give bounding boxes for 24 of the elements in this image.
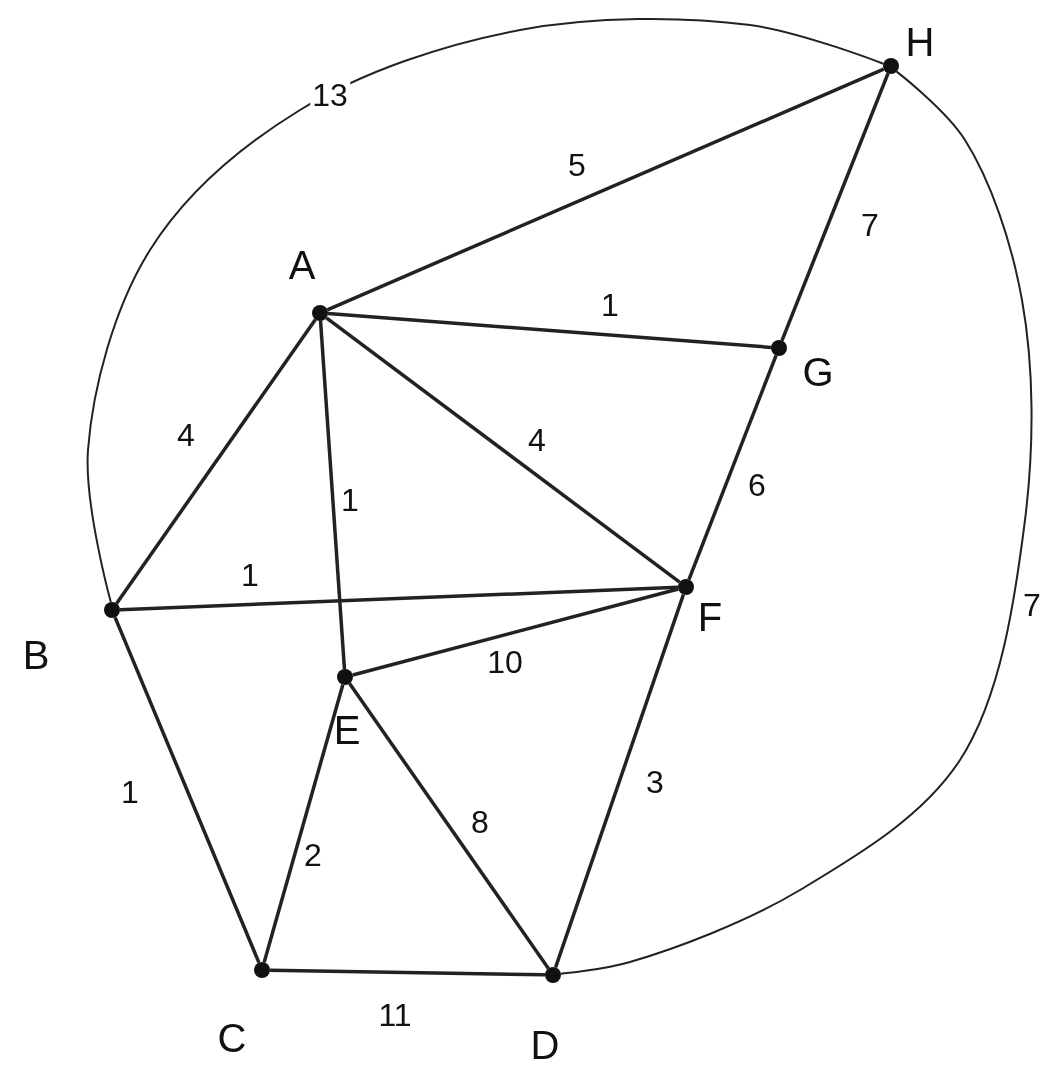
graph-edge (553, 594, 686, 968)
vertex-label: A (288, 245, 316, 285)
graph-edge (262, 684, 345, 963)
graph-edge (115, 318, 317, 605)
graph-edge (326, 67, 885, 312)
graph-edge (318, 320, 347, 670)
vertex-label: H (905, 22, 935, 62)
vertex-label: G (802, 352, 834, 392)
graph-edge (780, 72, 890, 342)
graph-edge (269, 968, 546, 977)
graph-edge (687, 354, 778, 581)
graph-edge (348, 682, 550, 970)
graph-edge (327, 311, 772, 350)
graph-edge (325, 316, 681, 584)
vertex-label: C (217, 1018, 247, 1058)
vertex-label: F (697, 597, 723, 637)
vertex-label: B (22, 635, 50, 675)
graph-edge (119, 585, 679, 612)
vertex-label: E (333, 710, 361, 750)
vertex-label: D (530, 1025, 560, 1065)
graph-edge (352, 587, 679, 677)
graph-edge (559, 70, 1033, 975)
graph-edge (113, 616, 261, 964)
graph-edge (86, 17, 885, 604)
